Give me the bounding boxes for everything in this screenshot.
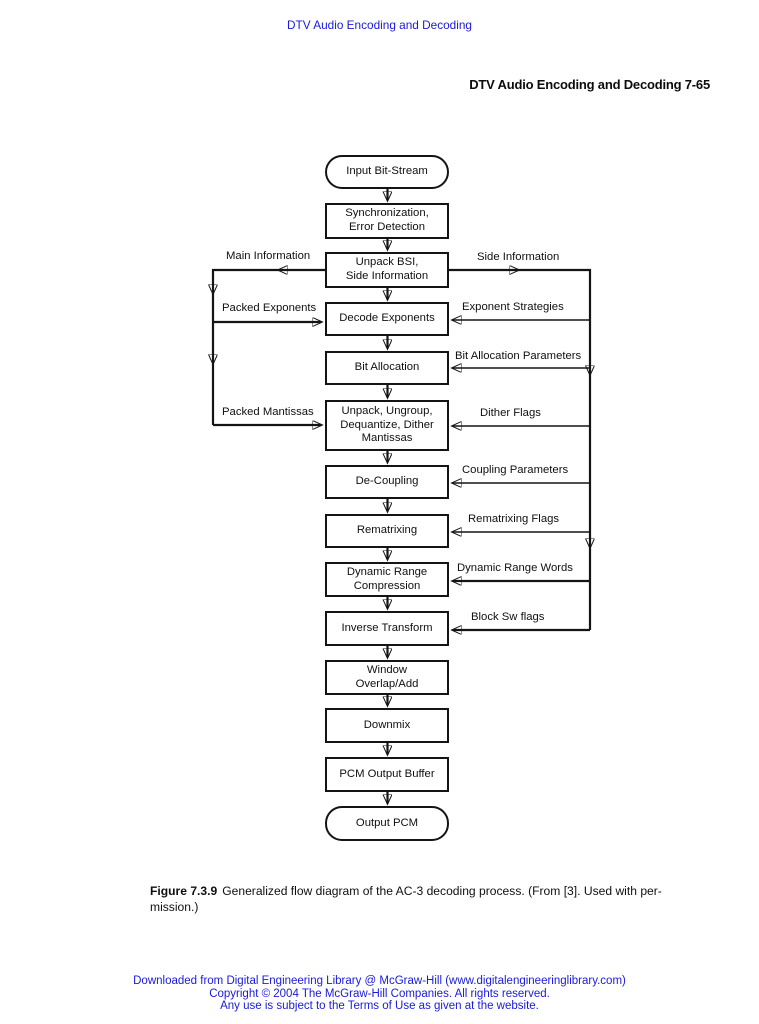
label-rematrixing-flags: Rematrixing Flags [468, 513, 560, 525]
footer-terms: Any use is subject to the Terms of Use a… [220, 1000, 539, 1013]
node-unpack-ungroup-dequantize-dither-mantissas: Unpack, Ungroup, Dequantize, Dither Mant… [325, 400, 449, 451]
label-exponent-strategies: Exponent Strategies [462, 301, 564, 313]
copyright-footer: Downloaded from Digital Engineering Libr… [0, 975, 759, 1013]
label-packed-mantissas: Packed Mantissas [222, 406, 314, 418]
node-dynamic-range-compression: Dynamic Range Compression [325, 562, 449, 597]
figure-caption-text: Generalized flow diagram of the AC-3 dec… [222, 884, 662, 898]
figure-caption-line2: mission.) [150, 899, 199, 914]
figure-caption: Figure 7.3.9 Generalized flow diagram of … [150, 884, 662, 915]
node-downmix: Downmix [325, 708, 449, 743]
label-coupling-parameters: Coupling Parameters [462, 464, 569, 476]
node-unpack-bsi-side-information: Unpack BSI, Side Information [325, 252, 449, 288]
footer-download-link[interactable]: Downloaded from Digital Engineering Libr… [133, 975, 626, 987]
label-packed-exponents: Packed Exponents [222, 302, 317, 314]
footer-copyright: Copyright © 2004 The McGraw-Hill Compani… [209, 987, 550, 1000]
label-main-information: Main Information [226, 250, 311, 262]
node-inverse-transform: Inverse Transform [325, 611, 449, 646]
node-rematrixing: Rematrixing [325, 514, 449, 548]
node-de-coupling: De-Coupling [325, 465, 449, 499]
label-block-sw-flags: Block Sw flags [471, 611, 545, 623]
figure-caption-number: Figure 7.3.9 [150, 884, 218, 898]
node-bit-allocation: Bit Allocation [325, 351, 449, 385]
label-dither-flags: Dither Flags [480, 407, 541, 419]
label-bit-allocation-parameters: Bit Allocation Parameters [455, 350, 582, 362]
page-top-link[interactable]: DTV Audio Encoding and Decoding [287, 18, 472, 32]
node-synchronization-error-detection: Synchronization, Error Detection [325, 203, 449, 239]
node-decode-exponents: Decode Exponents [325, 302, 449, 336]
node-output-pcm: Output PCM [325, 806, 449, 841]
label-dynamic-range-words: Dynamic Range Words [457, 562, 573, 574]
figure-caption-line1: Figure 7.3.9 Generalized flow diagram of … [150, 884, 662, 900]
side-information-branch [449, 270, 590, 630]
node-window-overlap-add: Window Overlap/Add [325, 660, 449, 695]
node-pcm-output-buffer: PCM Output Buffer [325, 757, 449, 792]
label-side-information: Side Information [477, 251, 560, 263]
node-input-bit-stream: Input Bit-Stream [325, 155, 449, 189]
running-head: DTV Audio Encoding and Decoding 7-65 [469, 77, 710, 92]
main-information-branch [213, 270, 325, 425]
